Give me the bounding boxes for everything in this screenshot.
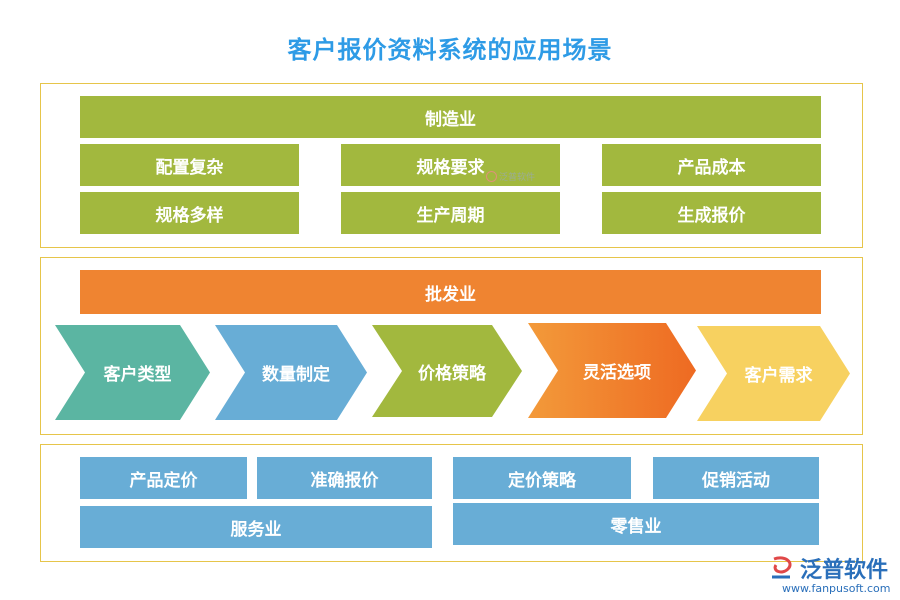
wholesale-step-label: 数量制定 bbox=[262, 365, 330, 385]
wholesale-step-label: 价格策略 bbox=[418, 363, 486, 384]
retail-item-strategy: 定价策略 bbox=[453, 457, 631, 499]
wholesale-header: 批发业 bbox=[80, 270, 821, 314]
watermark-text: 泛普软件 bbox=[499, 173, 536, 183]
wholesale-step-flexible: 灵活选项 bbox=[528, 323, 696, 418]
chevron-shape bbox=[55, 325, 210, 420]
mfg-item-spec-req: 规格要求 bbox=[341, 144, 560, 186]
mfg-item-cost: 产品成本 bbox=[602, 144, 821, 186]
fanpu-logo-icon bbox=[772, 556, 792, 579]
chevron-shape bbox=[215, 325, 367, 420]
mfg-item-spec-variety: 规格多样 bbox=[80, 192, 299, 234]
chevron-shape bbox=[697, 326, 850, 421]
wholesale-step-label: 客户需求 bbox=[744, 366, 813, 386]
wholesale-step-customer-type: 客户类型 bbox=[55, 325, 210, 420]
wholesale-step-demand: 客户需求 bbox=[697, 326, 850, 421]
service-item-pricing: 产品定价 bbox=[80, 457, 247, 499]
chevron-shape bbox=[372, 325, 522, 417]
retail-header: 零售业 bbox=[453, 503, 819, 545]
service-header: 服务业 bbox=[80, 506, 432, 548]
retail-item-promotion: 促销活动 bbox=[653, 457, 819, 499]
brand-logo: 泛普软件 bbox=[768, 552, 888, 584]
wholesale-step-quantity: 数量制定 bbox=[215, 325, 367, 420]
logo-url: www.fanpusoft.com bbox=[782, 582, 891, 595]
watermark: 泛普软件 bbox=[486, 170, 535, 183]
mfg-item-quote: 生成报价 bbox=[602, 192, 821, 234]
service-item-quote: 准确报价 bbox=[257, 457, 432, 499]
wholesale-step-label: 客户类型 bbox=[103, 365, 172, 385]
wholesale-step-label: 灵活选项 bbox=[583, 363, 651, 383]
page-title: 客户报价资料系统的应用场景 bbox=[287, 36, 613, 64]
mfg-item-cycle: 生产周期 bbox=[341, 192, 560, 234]
manufacturing-header: 制造业 bbox=[80, 96, 821, 138]
mfg-item-config: 配置复杂 bbox=[80, 144, 299, 186]
watermark-icon bbox=[486, 171, 497, 182]
wholesale-step-pricing: 价格策略 bbox=[372, 325, 522, 417]
logo-name: 泛普软件 bbox=[800, 558, 889, 583]
chevron-shape bbox=[528, 323, 696, 418]
